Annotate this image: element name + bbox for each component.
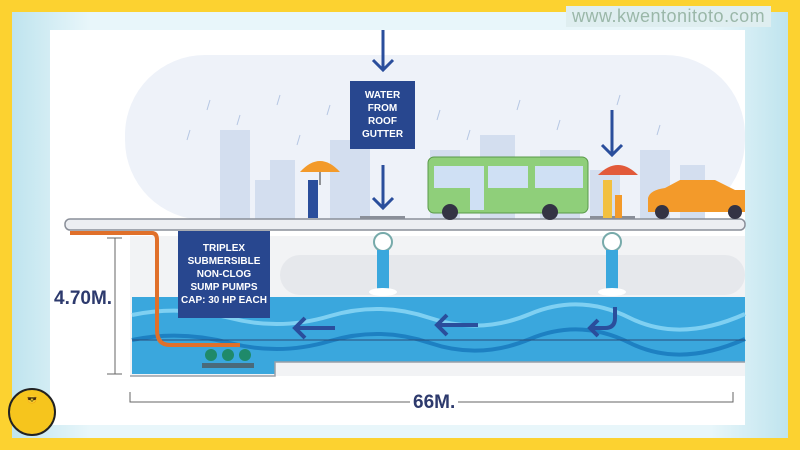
height-dimension-line — [107, 237, 122, 375]
label-line: FROM — [367, 103, 398, 114]
label-line: TRIPLEX — [202, 243, 246, 254]
label-line: CAP: 30 HP EACH — [181, 295, 267, 306]
sump-pumps — [202, 349, 254, 368]
sump-pumps-label: TRIPLEX SUBMERSIBLE NON-CLOG SUMP PUMPS … — [178, 231, 270, 318]
wave — [131, 302, 746, 332]
flow-arrow-icon — [434, 313, 478, 337]
drain-outlet-1 — [369, 232, 397, 296]
label-line: ROOF — [368, 116, 397, 127]
down-arrow-icon — [600, 110, 624, 158]
down-arrow-icon — [371, 30, 395, 73]
flow-turn-arrow-icon — [587, 307, 617, 338]
height-dimension-label: 4.70M. — [54, 288, 113, 309]
label-line: GUTTER — [361, 129, 404, 140]
flow-arrow-icon — [292, 316, 335, 340]
toto-logo: 😎 — [8, 388, 56, 436]
discharge-pipe — [70, 231, 240, 347]
bus — [427, 156, 589, 220]
label-line: SUBMERSIBLE — [187, 256, 261, 267]
drain-outlet-2 — [598, 232, 626, 296]
road-surface — [64, 218, 746, 231]
pedestrians-with-umbrella — [598, 165, 638, 218]
label-line: WATER — [364, 90, 401, 101]
label-line: SUMP PUMPS — [190, 282, 258, 293]
tank-back-wall — [280, 255, 745, 295]
rain — [186, 94, 661, 146]
drain-grate — [360, 216, 405, 219]
length-dimension-label: 66M. — [410, 392, 459, 414]
down-arrow-icon — [371, 165, 395, 211]
roof-gutter-label: WATER FROM ROOF GUTTER — [350, 81, 415, 149]
tank-floor — [130, 361, 745, 377]
watermark: www.kwentonitoto.com — [566, 6, 772, 27]
car — [648, 180, 745, 219]
label-line: NON-CLOG — [196, 269, 252, 280]
pedestrian-with-umbrella — [300, 161, 340, 218]
drain-grate — [590, 216, 635, 219]
